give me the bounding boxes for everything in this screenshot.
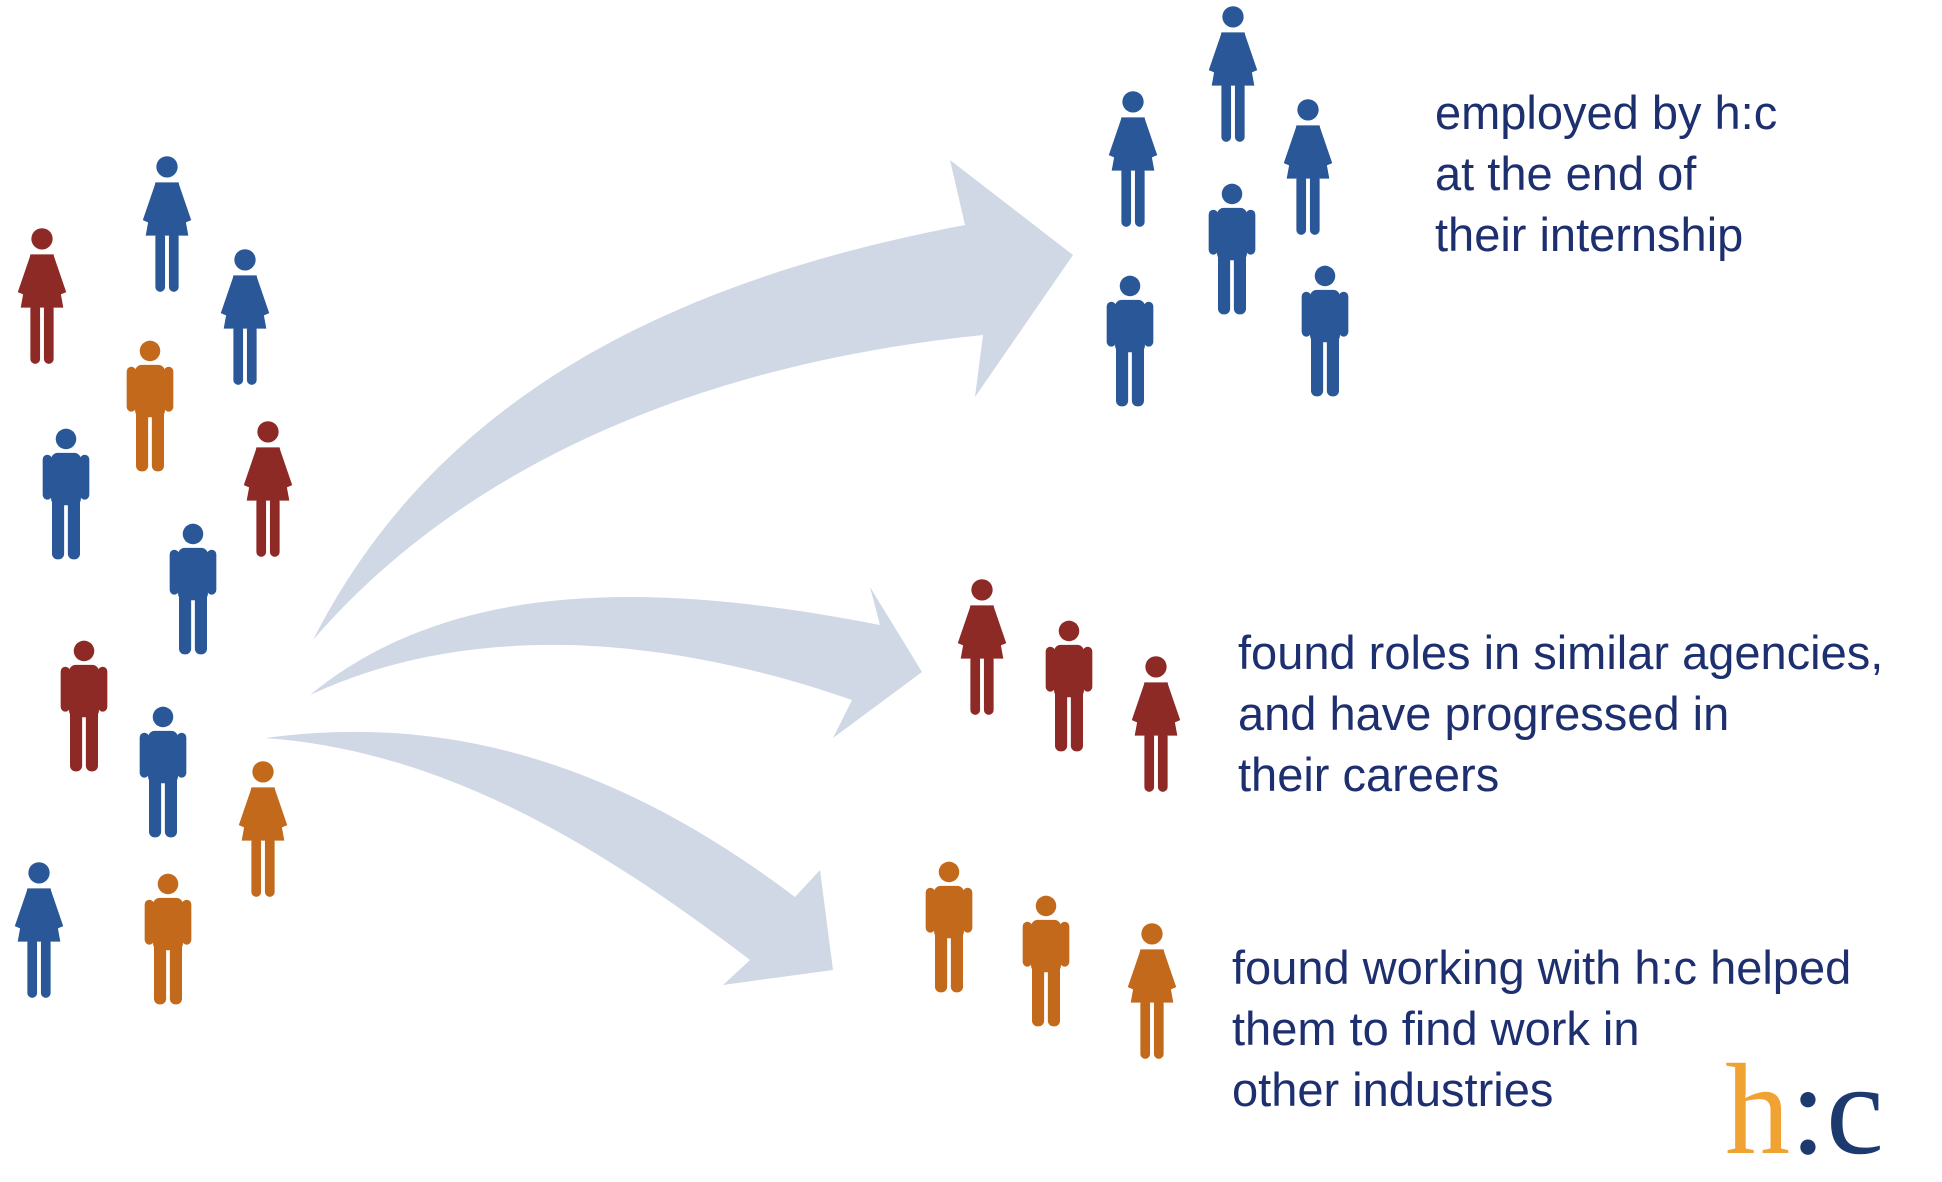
person-male-icon bbox=[144, 873, 192, 1005]
logo-colon-c: :c bbox=[1790, 1038, 1884, 1182]
person-male-icon bbox=[1106, 275, 1154, 407]
person-female-icon bbox=[1131, 656, 1181, 792]
caption-line: found working with h:c helped bbox=[1232, 941, 1852, 994]
person-male-icon bbox=[1208, 183, 1256, 315]
person-male-icon bbox=[42, 428, 90, 560]
person-male-icon bbox=[139, 706, 187, 838]
person-female-icon bbox=[243, 421, 293, 557]
person-male-icon bbox=[1301, 265, 1349, 397]
person-female-icon bbox=[17, 228, 67, 364]
person-male-icon bbox=[1022, 895, 1070, 1027]
caption-line: their internship bbox=[1435, 208, 1744, 261]
caption-employed: employed by h:c at the end of their inte… bbox=[1435, 82, 1777, 265]
caption-line: at the end of bbox=[1435, 147, 1697, 200]
person-male-icon bbox=[925, 861, 973, 993]
caption-line: their careers bbox=[1238, 748, 1500, 801]
similar-agencies-group bbox=[957, 579, 1181, 792]
caption-line: them to find work in bbox=[1232, 1002, 1640, 1055]
employed-group bbox=[1106, 6, 1349, 407]
caption-line: found roles in similar agencies, bbox=[1238, 626, 1884, 679]
person-female-icon bbox=[957, 579, 1007, 715]
person-female-icon bbox=[220, 249, 270, 385]
person-female-icon bbox=[238, 761, 288, 897]
person-male-icon bbox=[126, 340, 174, 472]
caption-line: and have progressed in bbox=[1238, 687, 1730, 740]
person-female-icon bbox=[142, 156, 192, 292]
person-female-icon bbox=[1208, 6, 1258, 142]
person-female-icon bbox=[1127, 923, 1177, 1059]
interns-group bbox=[14, 156, 293, 1005]
diagram-canvas bbox=[14, 6, 1349, 1059]
person-male-icon bbox=[1045, 620, 1093, 752]
person-male-icon bbox=[169, 523, 217, 655]
person-male-icon bbox=[60, 640, 108, 772]
person-female-icon bbox=[14, 862, 64, 998]
caption-line: employed by h:c bbox=[1435, 86, 1778, 139]
person-female-icon bbox=[1283, 99, 1333, 235]
logo-h: h bbox=[1725, 1038, 1790, 1182]
person-female-icon bbox=[1108, 91, 1158, 227]
arrow-to-similar-agencies bbox=[310, 587, 922, 738]
arrow-to-other-industries bbox=[265, 731, 833, 985]
other-industries-group bbox=[925, 861, 1177, 1059]
arrow-to-employed bbox=[313, 160, 1073, 640]
caption-similar-agencies: found roles in similar agencies, and hav… bbox=[1238, 622, 1883, 805]
hc-logo: h:c bbox=[1725, 1045, 1884, 1175]
